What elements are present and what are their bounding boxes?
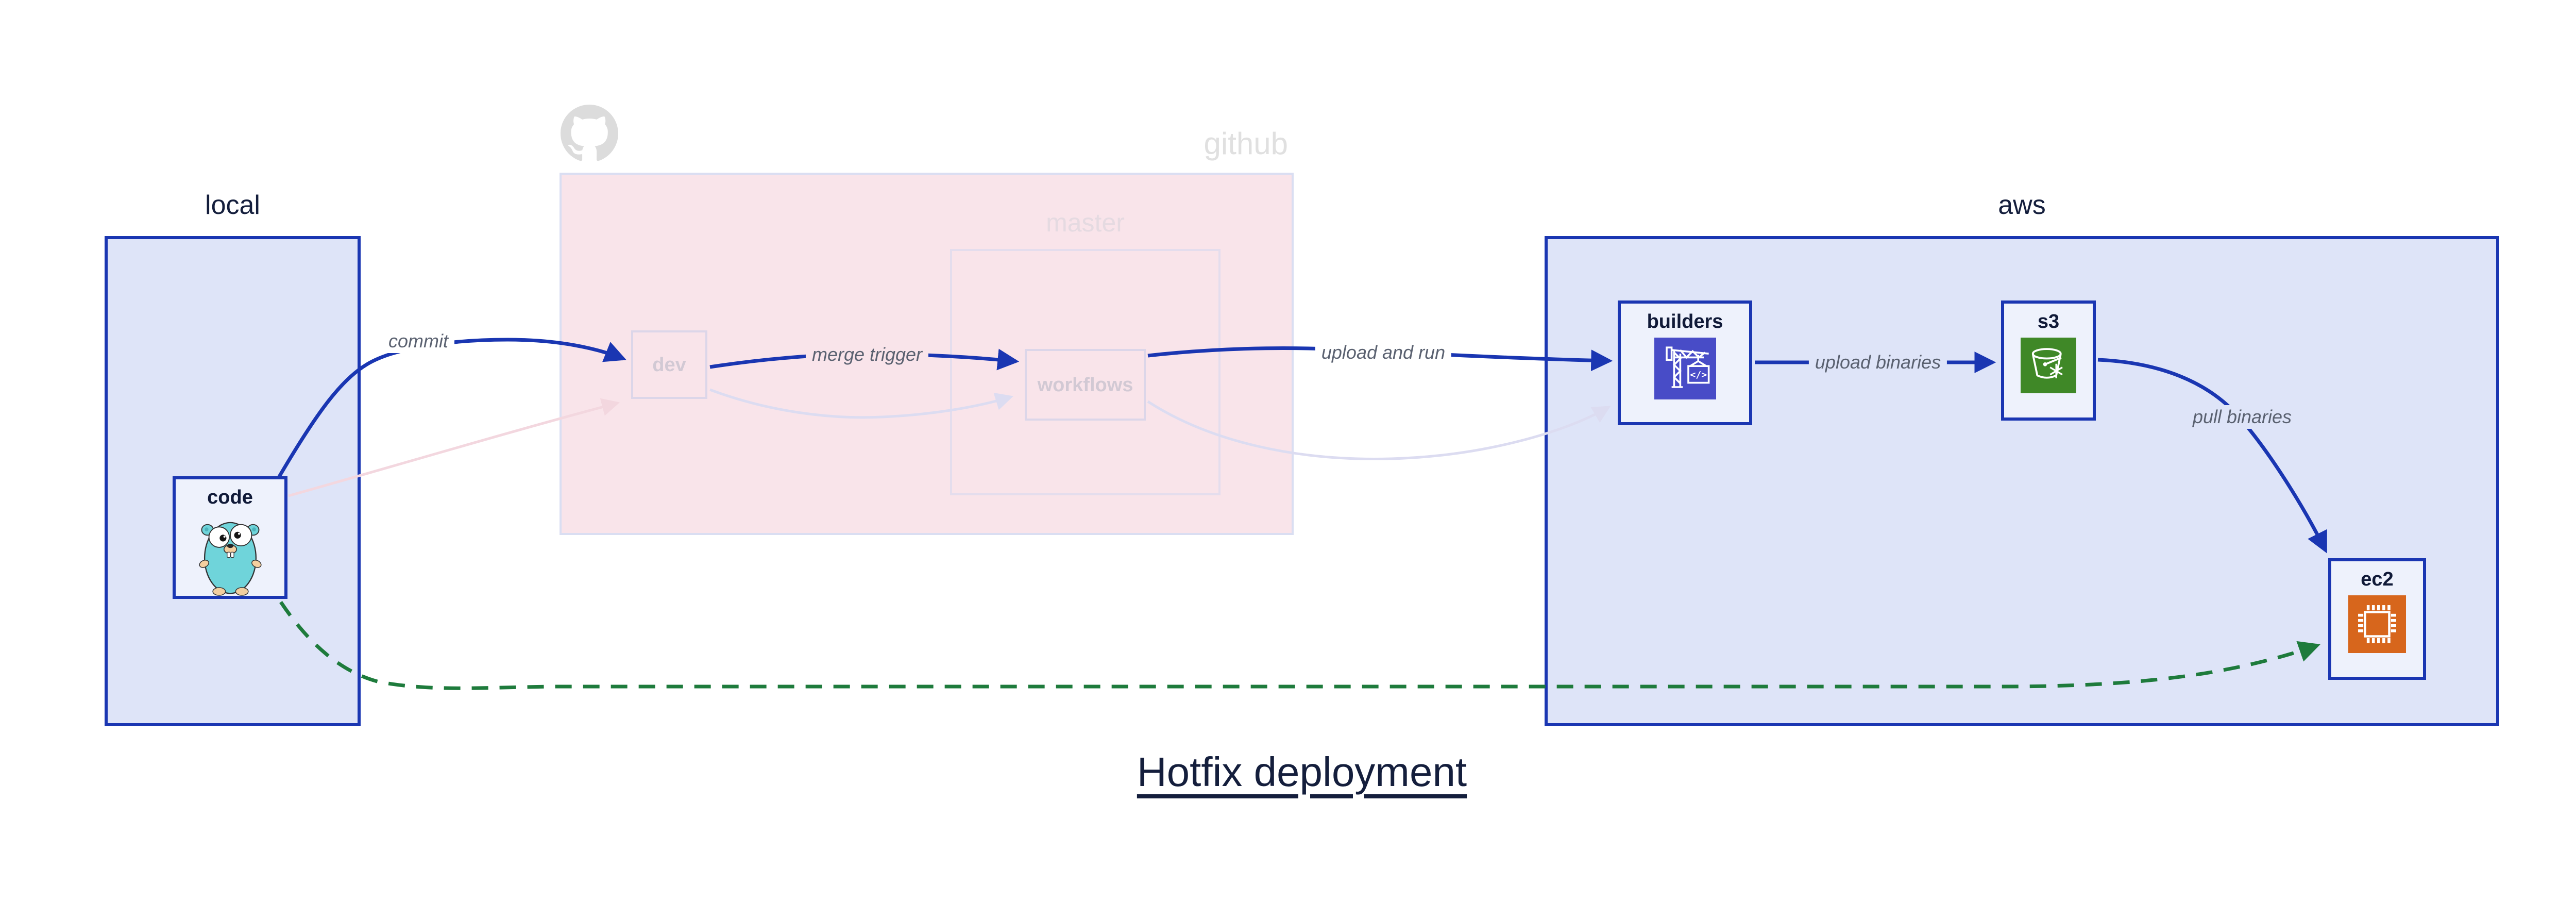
codebuild-crane-icon: </>	[1654, 338, 1716, 399]
gopher-icon	[198, 522, 262, 596]
edge-label-commit: commit	[382, 329, 454, 353]
group-aws-label: aws	[1998, 190, 2046, 220]
node-dev-label: dev	[652, 354, 686, 376]
node-ec2: ec2	[2328, 558, 2426, 680]
node-workflows: workflows	[1025, 349, 1146, 421]
github-octocat-icon	[561, 105, 618, 161]
node-s3-label: s3	[2037, 311, 2060, 332]
node-code: code	[173, 476, 287, 599]
node-s3: s3	[2001, 300, 2096, 421]
edge-label-upload-binaries: upload binaries	[1808, 350, 1947, 374]
group-master	[950, 249, 1221, 495]
svg-text:</>: </>	[1690, 370, 1707, 380]
diagram-title: Hotfix deployment	[1137, 749, 1467, 795]
edge-label-merge-trigger: merge trigger	[805, 343, 929, 366]
edge-label-upload-and-run: upload and run	[1315, 341, 1452, 364]
node-builders: builders </>	[1618, 300, 1752, 425]
ec2-chip-icon	[2348, 595, 2406, 653]
group-github-label: github	[1204, 126, 1288, 161]
node-ec2-label: ec2	[2361, 569, 2394, 590]
edge-label-pull-binaries: pull binaries	[2186, 405, 2298, 429]
node-workflows-label: workflows	[1037, 374, 1133, 396]
node-code-label: code	[207, 487, 253, 508]
group-master-label: master	[1046, 208, 1125, 237]
node-dev: dev	[631, 330, 707, 399]
group-local-label: local	[205, 190, 260, 220]
node-builders-label: builders	[1647, 311, 1723, 332]
s3-bucket-icon	[2021, 338, 2076, 393]
